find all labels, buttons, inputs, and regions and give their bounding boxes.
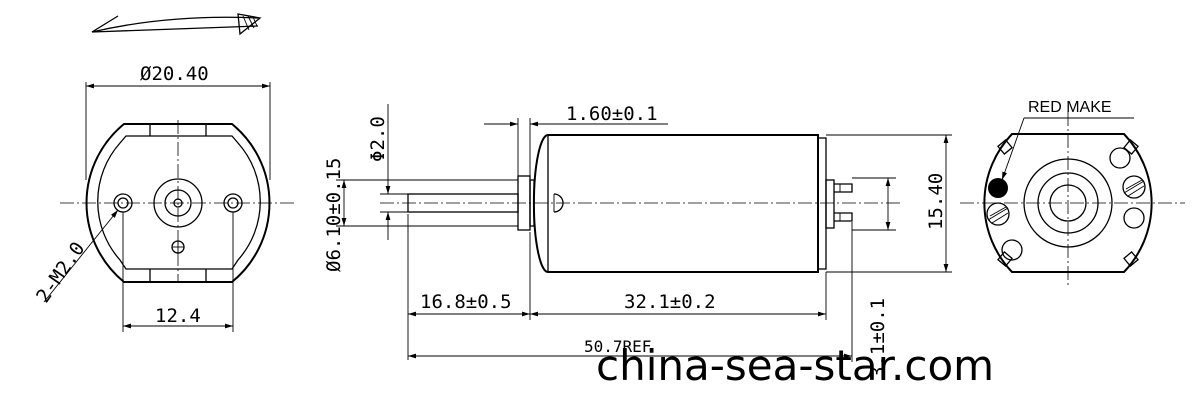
shaft-diameter-dimension: Φ2.0 xyxy=(367,104,408,240)
shaft-length-label: 16.8±0.5 xyxy=(420,291,512,313)
terminal-offset-dimension: 3.1±0.1 xyxy=(852,177,896,378)
hole-spacing-label: 12.4 xyxy=(155,305,201,327)
red-mark-dot xyxy=(988,178,1008,198)
body-length-dimension: 32.1±0.2 xyxy=(530,272,827,320)
terminal-offset-label: 3.1±0.1 xyxy=(867,298,889,378)
side-view xyxy=(380,134,900,273)
shaft-diameter-label: Φ2.0 xyxy=(367,116,389,162)
body-height-dimension: 15.40 xyxy=(826,134,952,273)
mount-holes-label: 2-M2.0 xyxy=(32,238,89,307)
flat-width-label: 1.60±0.1 xyxy=(566,103,658,125)
body-length-label: 32.1±0.2 xyxy=(624,291,716,313)
red-mark-label: RED MAKE xyxy=(1028,99,1112,116)
rear-view xyxy=(960,112,1185,288)
overall-length-label: 50.7REF xyxy=(584,337,651,356)
red-mark-callout: RED MAKE xyxy=(1001,99,1134,181)
front-diameter-label: Ø20.40 xyxy=(140,63,209,85)
watermark: china-sea-star.com xyxy=(596,341,994,390)
hole-spacing-dimension: 12.4 xyxy=(122,212,234,332)
boss-diameter-label: Ø6.10±0.15 xyxy=(323,158,345,272)
shaft-length-dimension: 16.8±0.5 xyxy=(407,214,531,360)
body-height-label: 15.40 xyxy=(925,173,947,230)
front-diameter-dimension: Ø20.40 xyxy=(85,63,271,180)
boss-diameter-dimension: Ø6.10±0.15 xyxy=(323,158,518,272)
flat-width-dimension: 1.60±0.1 xyxy=(484,103,668,176)
mount-holes-dimension: 2-M2.0 xyxy=(32,209,119,307)
overall-length-dimension: 50.7REF xyxy=(408,222,853,362)
rotation-arrow-icon xyxy=(91,13,262,36)
front-view xyxy=(60,120,295,283)
